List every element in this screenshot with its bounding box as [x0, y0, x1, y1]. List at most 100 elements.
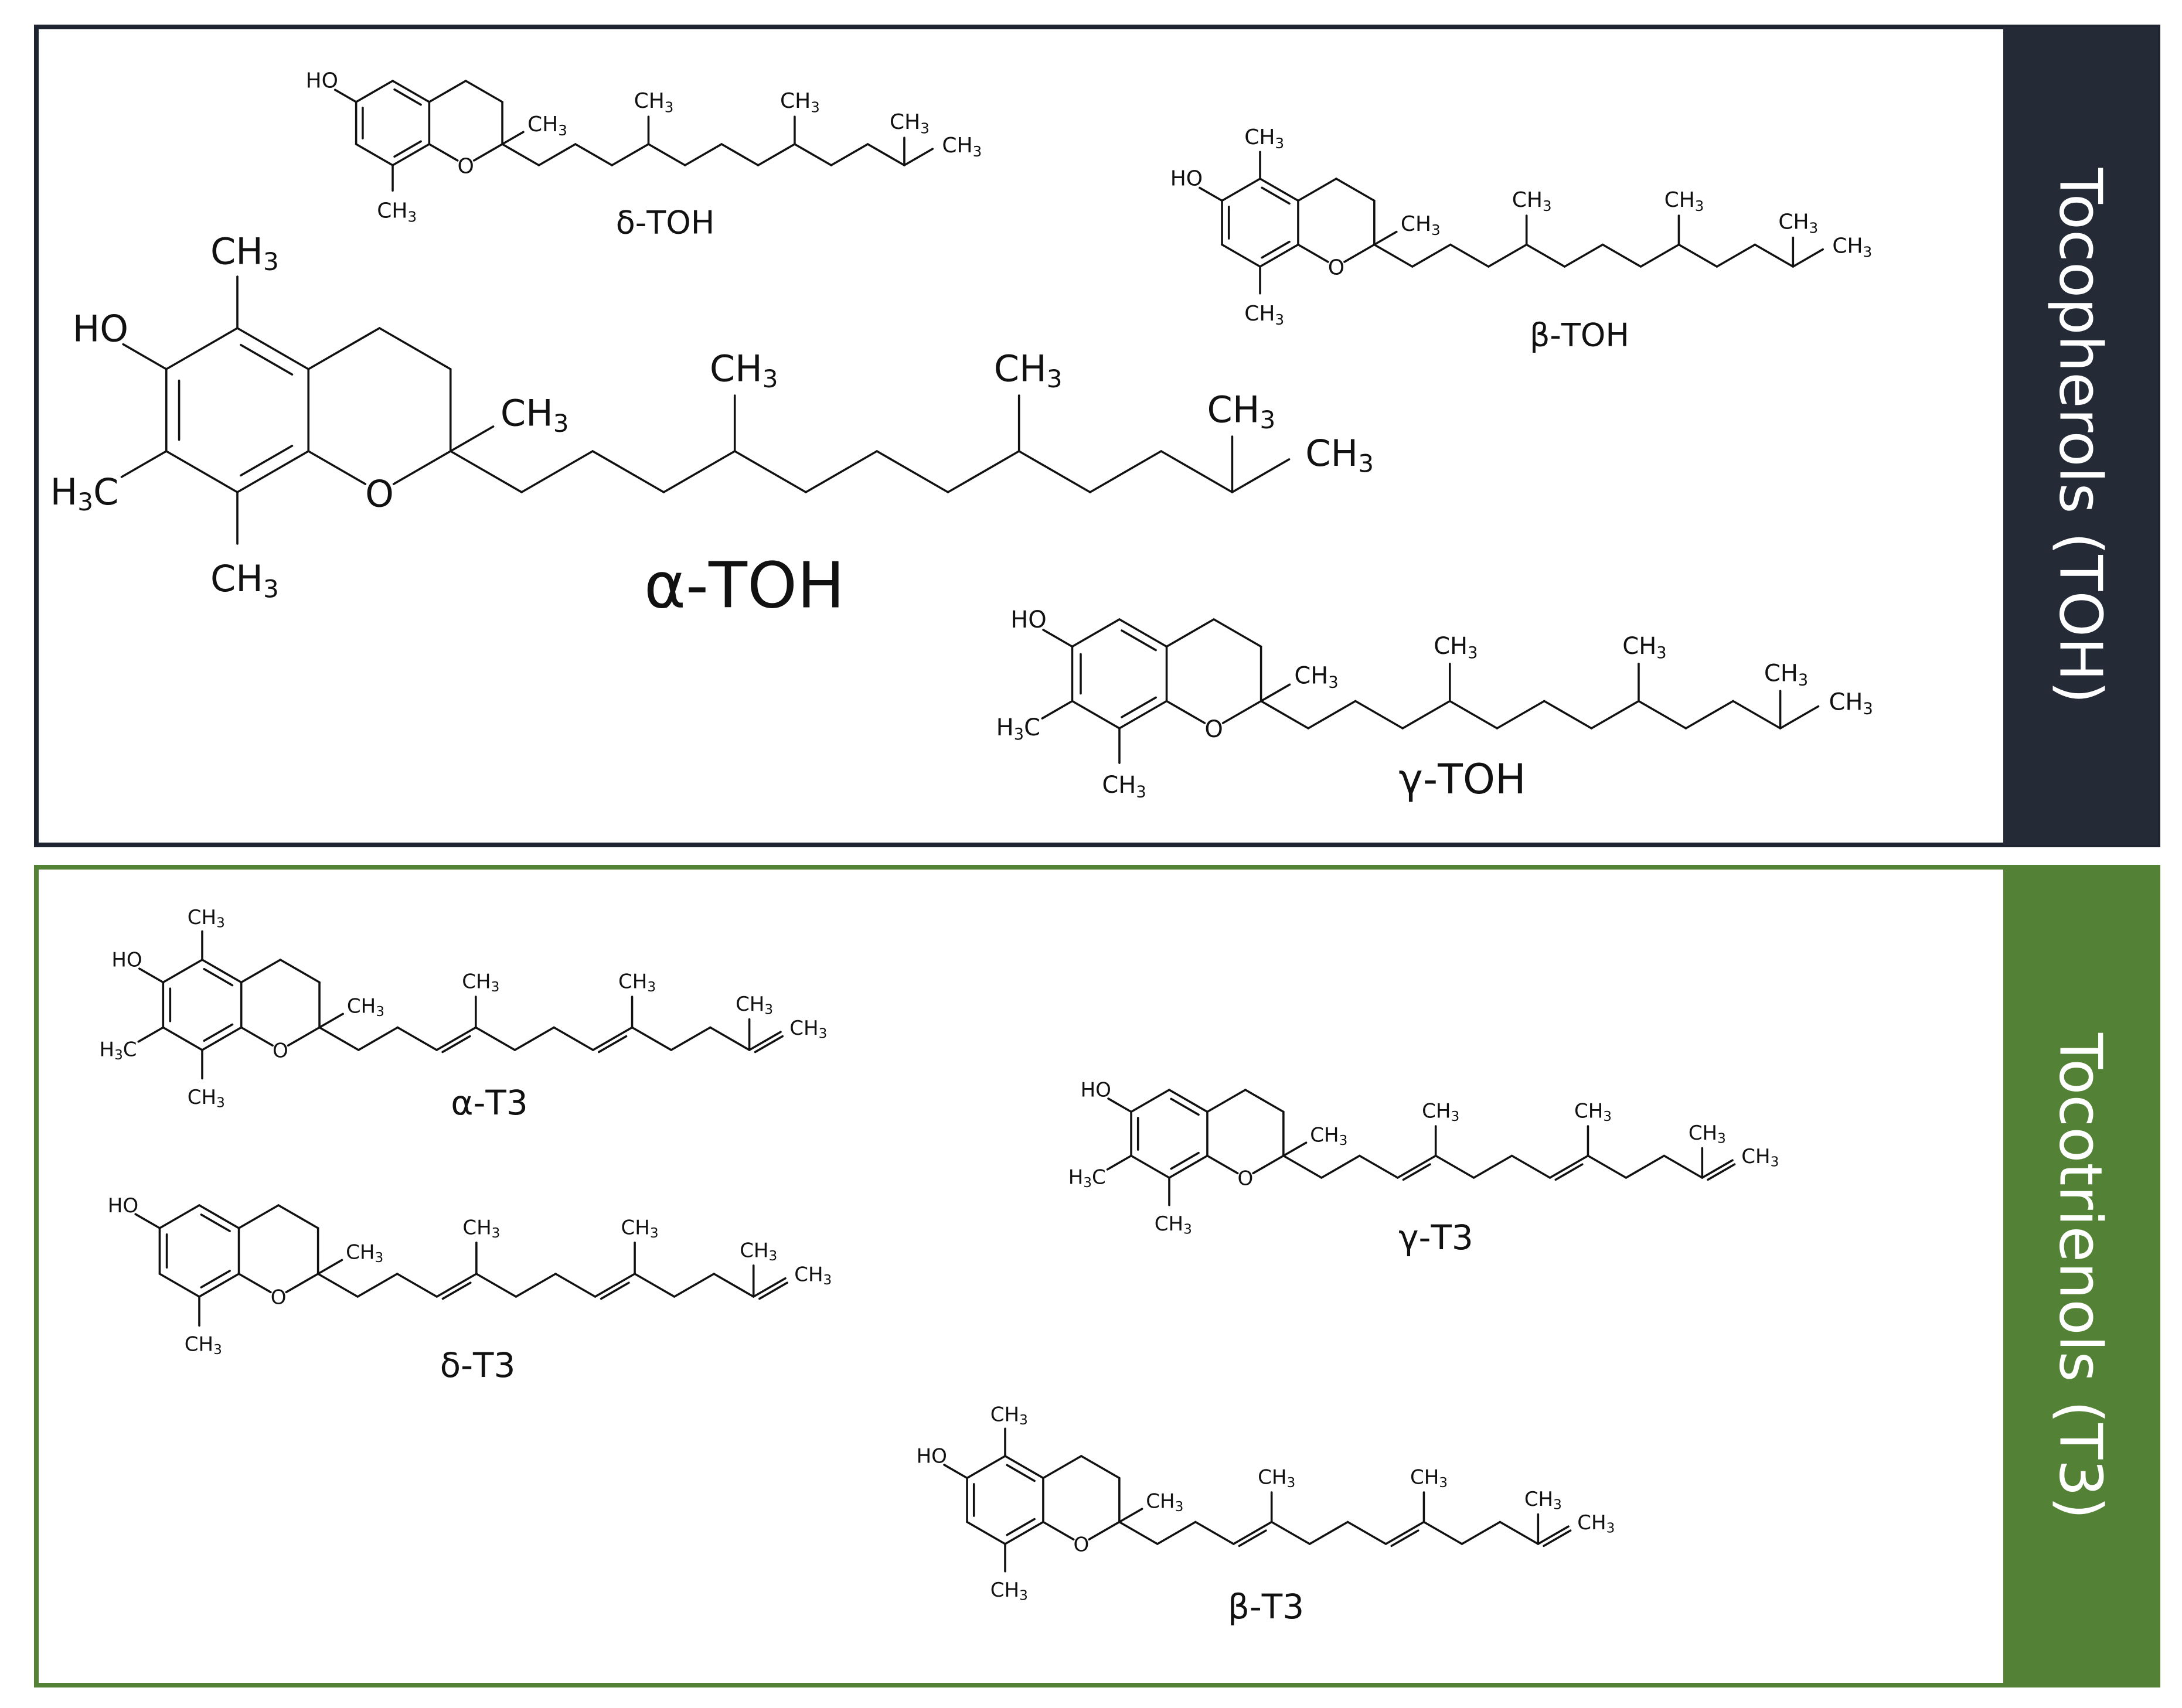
bond [1165, 700, 1206, 724]
bond [673, 1273, 715, 1298]
bond [162, 1026, 203, 1051]
bond [1638, 700, 1687, 729]
hydroxyl-group: HO [111, 949, 142, 972]
bond [591, 450, 665, 493]
bond [1384, 1521, 1425, 1545]
bond [553, 1026, 594, 1051]
bond [1118, 1508, 1143, 1523]
bond [1525, 243, 1566, 268]
terminal-methyl-group-2: CH3 [942, 133, 982, 159]
hydroxyl-group: HO [1010, 606, 1047, 633]
bond [1221, 243, 1261, 268]
bond [1543, 700, 1593, 729]
bond [1639, 243, 1680, 268]
terminal-methyl-group: CH3 [740, 1239, 777, 1264]
bond [1684, 700, 1734, 729]
bond [1042, 1521, 1075, 1541]
tocotrienols-label: Tocotrienols (T3) [2047, 1032, 2115, 1519]
bond [1168, 1089, 1209, 1113]
chain-methyl-group-1: CH3 [710, 347, 778, 393]
c7-methyl-group: H3C [100, 1038, 137, 1063]
chain-methyl-group-1: CH3 [634, 89, 674, 115]
bond [1601, 243, 1642, 268]
bond [307, 327, 381, 370]
bond [866, 143, 906, 166]
bond [1510, 1154, 1551, 1179]
bond [1499, 1521, 1540, 1545]
bond [1402, 1163, 1431, 1181]
terminal-methyl-group: CH3 [1778, 210, 1818, 236]
bond [720, 143, 760, 166]
bond [162, 959, 203, 984]
bond [647, 143, 686, 166]
bond [1320, 1154, 1361, 1179]
chain-methyl-group-2: CH3 [994, 347, 1063, 393]
terminal-methyl-group-2: CH3 [794, 1263, 832, 1288]
hydroxyl-group: HO [73, 308, 128, 350]
terminal-methyl-group: CH3 [736, 993, 773, 1018]
gamma-toh-name: γ-TOH [1398, 755, 1526, 803]
bond [1677, 243, 1718, 268]
bond [574, 143, 613, 166]
ring-oxygen-atom: O [1074, 1533, 1090, 1557]
bond [392, 143, 431, 166]
c7-methyl-group: H3C [996, 714, 1040, 744]
bond [1548, 1154, 1589, 1179]
bond [554, 1273, 597, 1298]
bond [1346, 1521, 1387, 1545]
bond [333, 88, 358, 103]
bond [709, 1026, 751, 1051]
terminal-methyl-group-2: CH3 [789, 1017, 827, 1042]
ring-oxygen-atom: O [1328, 255, 1344, 279]
bond [1554, 1163, 1584, 1181]
beta-t3-name: β-T3 [1228, 1587, 1304, 1627]
bond [830, 143, 869, 166]
hydroxyl-group: HO [917, 1445, 947, 1468]
hydroxyl-group: HO [1081, 1079, 1111, 1102]
bond [1343, 243, 1376, 263]
bond [1238, 1529, 1267, 1547]
c8-methyl-group: CH3 [185, 1333, 222, 1358]
chain-methyl-group-1: CH3 [1258, 1466, 1295, 1491]
c2-methyl-group: CH3 [1401, 212, 1441, 238]
bond [1004, 1455, 1044, 1479]
chain-methyl-group-1: CH3 [1422, 1100, 1459, 1125]
bond [316, 1273, 359, 1298]
bond [1231, 458, 1291, 493]
bond [754, 1035, 784, 1054]
c2-methyl-group: CH3 [527, 112, 567, 138]
bond [1259, 243, 1299, 268]
c5-methyl-group: CH3 [990, 1403, 1028, 1428]
bond [1297, 243, 1329, 263]
bond [1071, 700, 1121, 729]
bond [1472, 1154, 1513, 1179]
bond [752, 1277, 787, 1298]
bond [307, 450, 367, 485]
tocopherols-label-band [2003, 27, 2158, 845]
bond [285, 1273, 319, 1294]
bond [733, 450, 807, 493]
terminal-methyl-group-2: CH3 [1577, 1511, 1615, 1536]
bond [1121, 629, 1157, 652]
bond [165, 327, 239, 370]
bond [1071, 618, 1121, 648]
bond [1390, 1529, 1420, 1547]
bond [200, 1213, 231, 1232]
bond [1080, 1455, 1121, 1479]
bond [1261, 240, 1291, 259]
bond [1754, 243, 1795, 268]
bond [1715, 243, 1757, 268]
bond [201, 959, 243, 984]
bond [748, 1031, 782, 1051]
bond [138, 967, 165, 984]
bond [1259, 683, 1291, 703]
bond [1308, 1521, 1349, 1545]
bond [203, 967, 234, 987]
bond [1042, 1455, 1083, 1479]
bond [1282, 1154, 1323, 1179]
chain-methyl-group-2: CH3 [618, 970, 656, 996]
bond [134, 1213, 161, 1229]
bond [966, 1455, 1006, 1479]
